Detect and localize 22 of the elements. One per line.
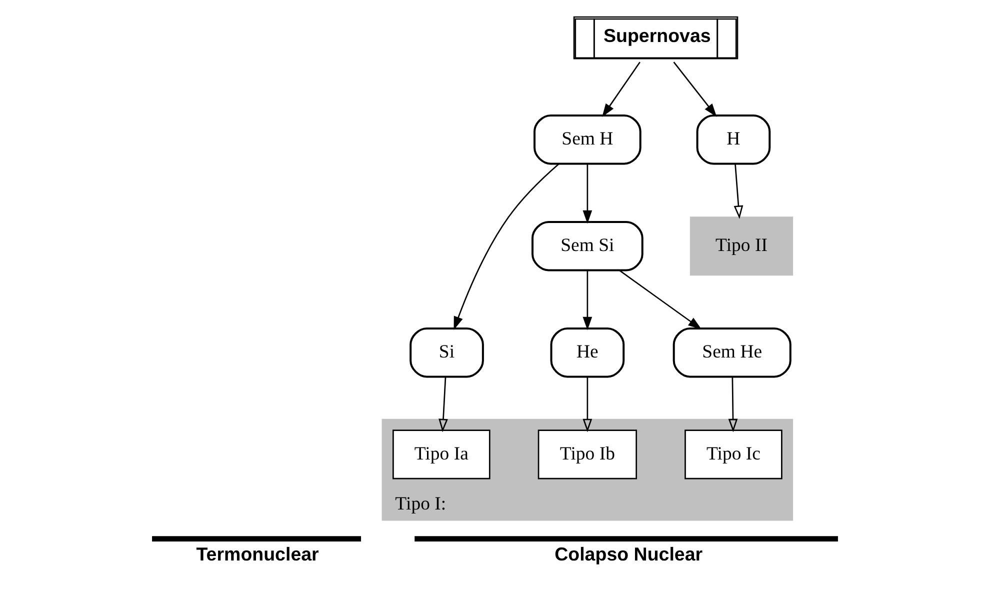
arrow: [618, 270, 702, 330]
label: Colapso Nuclear: [554, 544, 703, 565]
arrow: [734, 164, 744, 219]
node-box: Sem Si: [532, 220, 644, 272]
node-box: Si: [410, 327, 484, 378]
arrow: [602, 62, 640, 118]
node-box: Sem H: [534, 114, 642, 165]
node-box: Tipo Ic: [684, 430, 782, 480]
arrow: [454, 163, 560, 330]
node-box: He: [550, 327, 625, 378]
node-box: Tipo Ib: [538, 430, 637, 480]
arrow: [582, 164, 592, 224]
arrow: [728, 376, 738, 432]
label: Termonuclear: [196, 544, 319, 565]
node-box: H: [696, 114, 771, 165]
node-box: Tipo Ia: [392, 430, 490, 480]
arrow: [582, 376, 592, 432]
arrow: [582, 270, 592, 330]
node-box: Sem He: [672, 327, 792, 378]
arrow: [673, 62, 717, 117]
arrow: [438, 376, 448, 432]
node-box: Tipo II: [690, 216, 794, 276]
